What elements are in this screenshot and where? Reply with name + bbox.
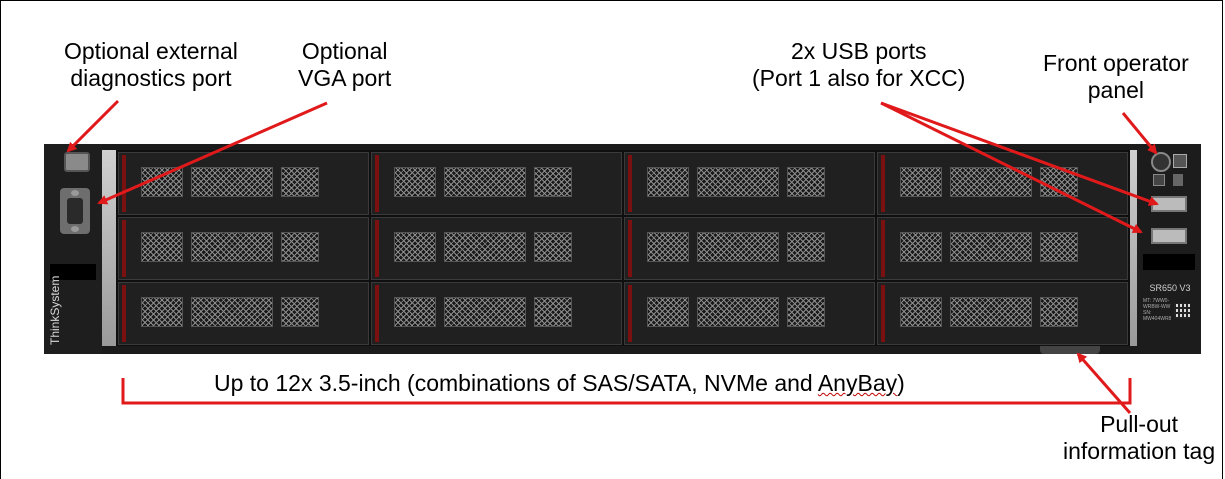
drive-vent <box>191 232 273 262</box>
tag-slot-left <box>50 264 96 280</box>
right-rack-ear <box>1137 144 1201 354</box>
drive-vent <box>281 167 319 197</box>
drive-vent <box>1040 167 1078 197</box>
usb-ports-label: 2x USB ports (Port 1 also for XCC) <box>752 38 966 91</box>
drive-latch <box>375 155 379 212</box>
drive-bay <box>118 152 369 215</box>
drive-latch <box>122 285 126 342</box>
drive-latch <box>881 220 885 277</box>
right-handle <box>1130 150 1138 346</box>
drive-vent <box>141 232 183 262</box>
front-operator-panel-label: Front operator panel <box>1043 50 1189 103</box>
model-label: SR650 V3 <box>1149 283 1191 293</box>
machine-type-label: MT: 7WW0- WRBW-WW SN: MW404WR8 <box>1143 298 1172 322</box>
drive-vent <box>647 297 689 327</box>
drive-bay <box>877 282 1128 345</box>
left-rack-ear <box>44 144 102 354</box>
drive-vent <box>697 232 779 262</box>
drive-bay <box>877 217 1128 280</box>
drive-vent <box>900 232 942 262</box>
drive-latch <box>628 285 632 342</box>
id-led-icon <box>1173 154 1187 168</box>
drive-vent <box>444 232 526 262</box>
drive-vent <box>141 297 183 327</box>
vga-port-icon <box>60 188 90 234</box>
drive-vent <box>1040 232 1078 262</box>
vga-port-label: Optional VGA port <box>298 38 392 91</box>
drive-latch <box>628 155 632 212</box>
drive-vent <box>787 167 825 197</box>
tag-slot-right <box>1143 254 1195 270</box>
drive-latch <box>122 220 126 277</box>
drive-bays-label: Up to 12x 3.5-inch (combinations of SAS/… <box>214 370 905 396</box>
left-handle <box>102 150 116 346</box>
drive-vent <box>647 232 689 262</box>
drive-vent <box>534 167 572 197</box>
drive-bay <box>624 152 875 215</box>
drive-bay <box>624 217 875 280</box>
drive-bay <box>371 282 622 345</box>
diagnostics-port-icon <box>64 152 90 172</box>
drive-vent <box>787 297 825 327</box>
drive-vent <box>697 167 779 197</box>
drive-vent <box>900 297 942 327</box>
drive-bay <box>118 217 369 280</box>
drive-latch <box>881 285 885 342</box>
drive-vent <box>444 167 526 197</box>
drive-vent <box>787 232 825 262</box>
drive-vent <box>950 167 1032 197</box>
vendor-logo: ThinkSystem <box>48 275 62 345</box>
drive-latch <box>628 220 632 277</box>
power-button-icon <box>1151 152 1171 172</box>
drive-vent <box>394 167 436 197</box>
qr-code <box>1174 303 1190 319</box>
drive-vent <box>697 297 779 327</box>
usb-port-1-icon <box>1151 196 1187 212</box>
pull-out-tag-label: Pull-out information tag <box>1063 411 1216 464</box>
drive-vent <box>534 232 572 262</box>
drive-latch <box>375 285 379 342</box>
drive-bay <box>371 217 622 280</box>
drive-bay <box>371 152 622 215</box>
drive-vent <box>191 297 273 327</box>
drive-bay <box>624 282 875 345</box>
usb-port-2-icon <box>1151 228 1187 244</box>
system-error-led-icon <box>1173 174 1183 186</box>
pull-out-information-tag <box>1040 346 1100 354</box>
drive-latch <box>881 155 885 212</box>
drive-vent <box>444 297 526 327</box>
drive-vent <box>1040 297 1078 327</box>
drive-vent <box>394 232 436 262</box>
drive-vent <box>647 167 689 197</box>
drive-vent <box>281 232 319 262</box>
drive-vent <box>141 167 183 197</box>
drive-vent <box>281 297 319 327</box>
drive-vent <box>191 167 273 197</box>
drive-bay <box>877 152 1128 215</box>
drive-vent <box>950 232 1032 262</box>
status-led-icon <box>1153 174 1165 186</box>
drive-vent <box>534 297 572 327</box>
drive-vent <box>900 167 942 197</box>
drive-bay <box>118 282 369 345</box>
drive-latch <box>375 220 379 277</box>
drive-vent <box>394 297 436 327</box>
drive-vent <box>950 297 1032 327</box>
diagnostics-port-label: Optional external diagnostics port <box>64 38 238 91</box>
drive-latch <box>122 155 126 212</box>
